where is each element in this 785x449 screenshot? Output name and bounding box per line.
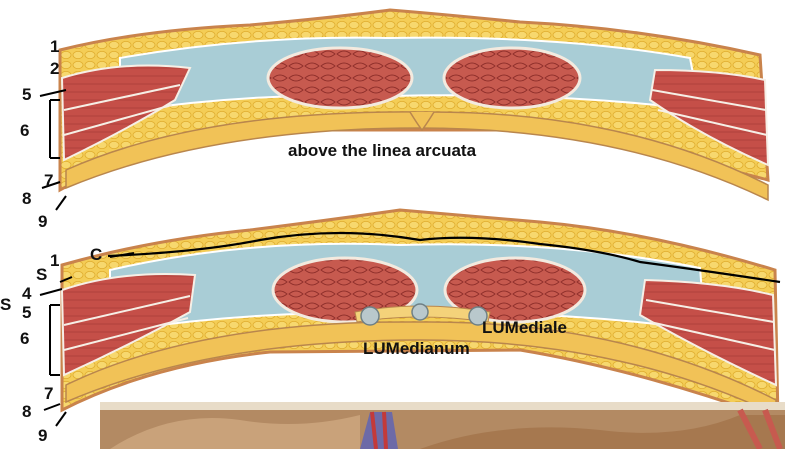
bottom-photo-strip xyxy=(100,402,785,449)
upper-label-5: 5 xyxy=(22,86,31,103)
upper-right-rectus xyxy=(444,48,580,108)
upper-label-1: 1 xyxy=(50,38,59,55)
lower-label-1: 1 xyxy=(50,252,59,269)
lower-edge-letter: S xyxy=(0,296,11,313)
lower-label-c: C xyxy=(90,246,102,263)
upper-caption: above the linea arcuata xyxy=(288,142,476,159)
upper-label-9: 9 xyxy=(38,213,47,230)
label-lu-medianum: LUMedianum xyxy=(363,340,470,357)
lower-label-4: 4 xyxy=(22,285,31,302)
lower-label-9: 9 xyxy=(38,427,47,444)
upper-label-2: 2 xyxy=(50,60,59,77)
lower-label-s: S xyxy=(36,266,47,283)
upper-label-7: 7 xyxy=(44,172,53,189)
label-lu-mediale: LUMediale xyxy=(482,319,567,336)
lower-label-5: 5 xyxy=(22,304,31,321)
lower-section xyxy=(62,210,780,420)
upper-label-8: 8 xyxy=(22,190,31,207)
upper-label-6: 6 xyxy=(20,122,29,139)
upper-section xyxy=(60,10,768,200)
lower-label-6: 6 xyxy=(20,330,29,347)
upper-left-rectus xyxy=(268,48,412,108)
lower-label-7: 7 xyxy=(44,385,53,402)
lower-label-8: 8 xyxy=(22,403,31,420)
